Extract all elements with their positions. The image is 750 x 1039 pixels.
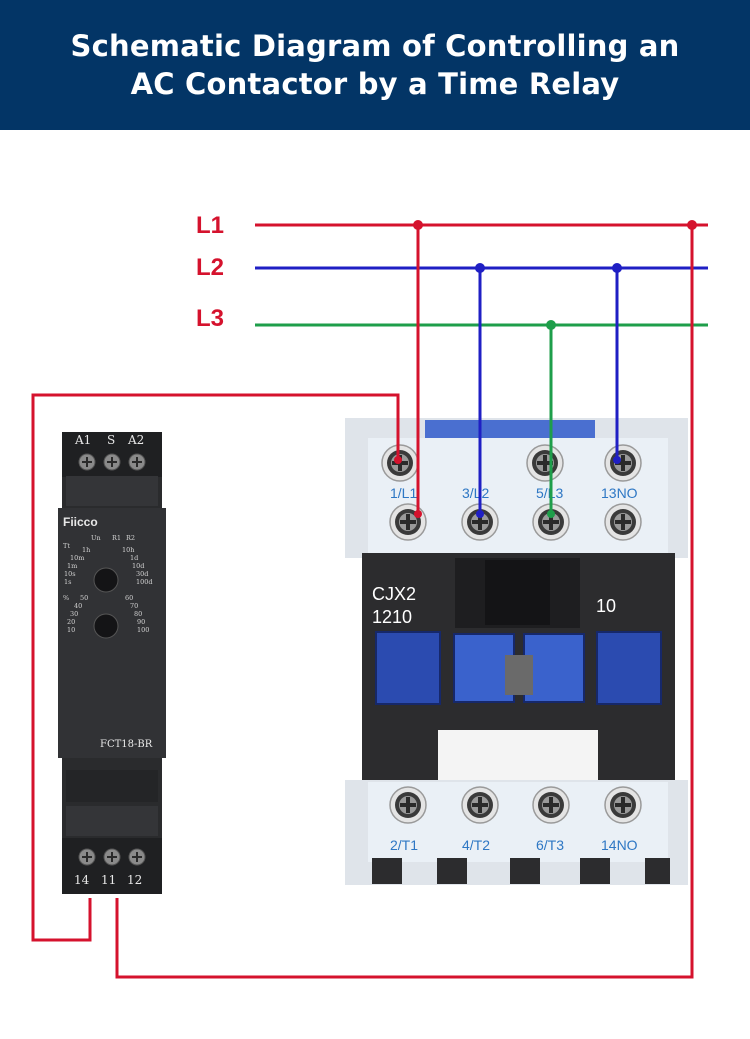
relay-label-1h: 1h [82,546,90,554]
label-l1: L1 [196,212,224,239]
relay-label-40: 40 [74,602,82,610]
l2-junction-dot-2 [612,263,622,273]
relay-label-percent: % [63,594,69,602]
relay-top-screws [78,453,146,471]
contactor-feet [372,858,670,884]
relay-label-1s: 1s [64,578,71,586]
ac-contactor: 1/L1 3/L2 5/L3 13NO CJX2 1210 10 [345,418,688,885]
relay-label-70: 70 [130,602,138,610]
l1-return-to-relay-11 [115,225,694,979]
terminal-label-14no: 14NO [601,837,638,853]
contactor-model-line2: 1210 [372,607,412,627]
terminal-label-13no: 13NO [601,485,638,501]
relay-label-10h: 10h [122,546,134,554]
relay-terminal-a1: A1 [74,433,91,447]
relay-label-1m: 1m [67,562,77,570]
header-banner: Schematic Diagram of Controlling an AC C… [0,0,750,130]
relay-model-label: FCT18-BR [100,739,153,750]
relay-label-80: 80 [134,610,142,618]
contactor-contact-config: 10 [596,596,616,616]
relay-terminal-s: S [107,433,115,447]
l1-junction-dot [413,220,423,230]
label-l2: L2 [196,254,224,281]
contactor-model-line1: CJX2 [372,584,416,604]
relay-terminal-14: 14 [74,873,90,887]
terminal-label-1-l1: 1/L1 [390,485,417,501]
relay-brand-logo: Fiicco [63,515,98,529]
terminal-label-6-t3: 6/T3 [536,837,564,853]
relay-label-un: Un [91,534,101,542]
contactor-label-window [438,730,598,780]
relay-label-30d: 30d [136,570,148,578]
relay-label-60: 60 [125,594,133,602]
terminal-label-3-l2: 3/L2 [462,485,489,501]
l2-junction-dot [475,263,485,273]
relay-time-range-knob[interactable] [93,567,119,593]
relay-label-r1: R1 [112,534,121,542]
l1-junction-dot-2 [687,220,697,230]
l3-junction-dot [546,320,556,330]
relay-label-1d: 1d [130,554,138,562]
relay-label-10d: 10d [132,562,144,570]
relay-label-50: 50 [80,594,88,602]
page-title-line-2: AC Contactor by a Time Relay [130,67,620,101]
time-relay: A1 S A2 Fiicco Tt Un R1 R2 1h 10h 10m 1d… [58,432,166,894]
terminal-label-4-t2: 4/T2 [462,837,490,853]
relay-terminal-12: 12 [127,873,142,887]
relay-label-tt: Tt [63,542,70,550]
relay-label-100d: 100d [136,578,153,586]
contactor-label-strip [425,420,595,438]
relay-label-100: 100 [137,626,149,634]
relay-label-10s: 10s [64,570,76,578]
page-title-line-1: Schematic Diagram of Controlling an [70,29,680,63]
coil-wire-to-relay-14 [31,393,400,942]
relay-label-90: 90 [137,618,145,626]
relay-label-10m: 10m [70,554,84,562]
label-l3: L3 [196,305,224,332]
contactor-blue-buttons [375,631,662,705]
relay-label-30: 30 [70,610,78,618]
relay-bottom-screws [78,848,146,866]
relay-terminal-a2: A2 [127,433,144,447]
relay-label-r2: R2 [126,534,135,542]
terminal-label-2-t1: 2/T1 [390,837,418,853]
relay-terminal-11: 11 [101,873,116,887]
relay-label-10: 10 [67,626,75,634]
relay-label-20: 20 [67,618,75,626]
relay-time-fine-knob[interactable] [93,613,119,639]
